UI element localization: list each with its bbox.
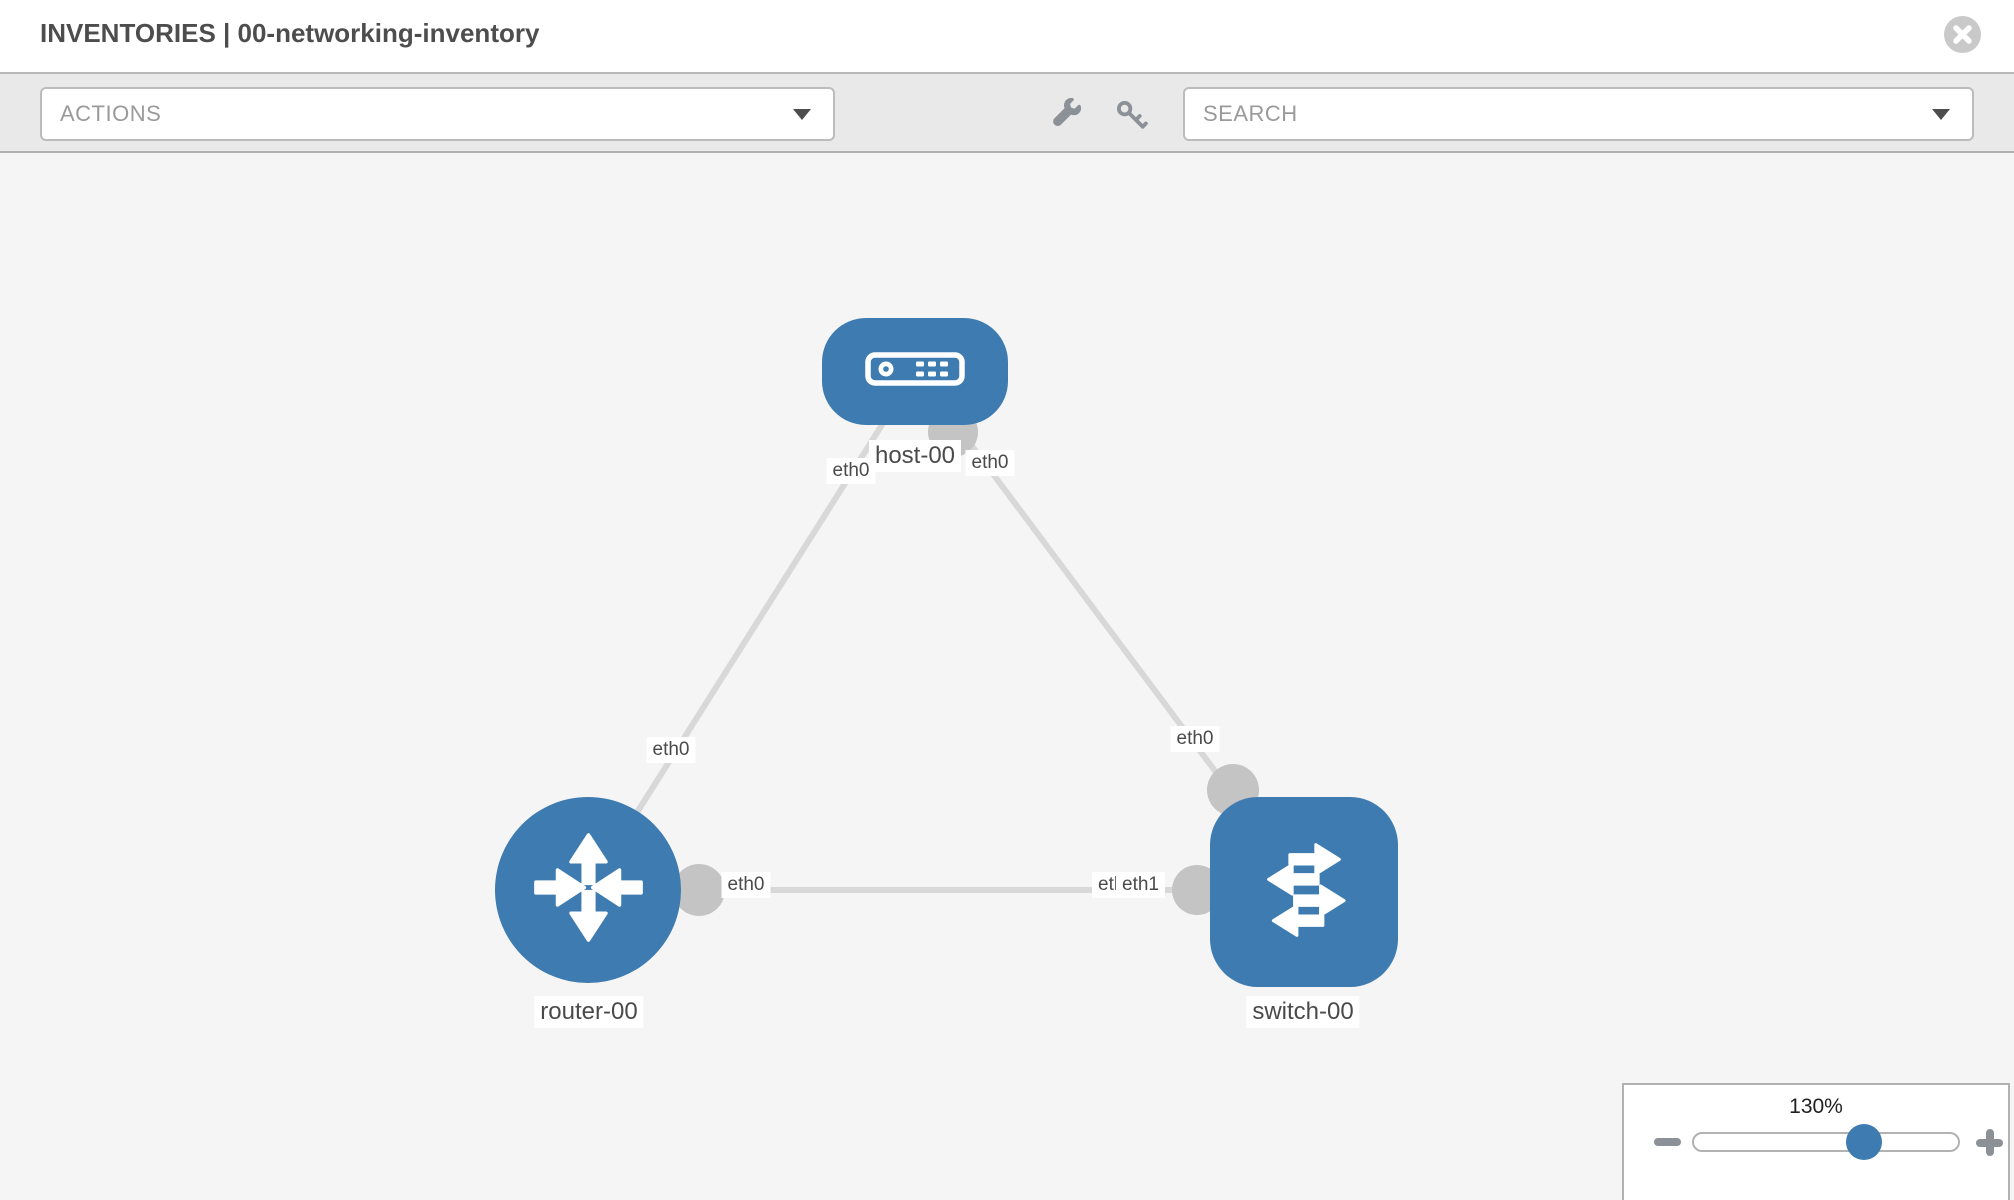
- close-icon: [1944, 16, 1981, 56]
- node-label-host: host-00: [868, 440, 962, 472]
- close-button[interactable]: [1944, 16, 1981, 53]
- actions-dropdown[interactable]: ACTIONS: [40, 87, 835, 141]
- search-dropdown[interactable]: SEARCH: [1183, 87, 1974, 141]
- iface-label: eth1: [1116, 872, 1165, 898]
- zoom-out-button[interactable]: [1654, 1138, 1681, 1146]
- node-router[interactable]: [495, 797, 681, 983]
- credentials-button[interactable]: [1113, 98, 1149, 134]
- zoom-control-panel: 130%: [1622, 1083, 2010, 1200]
- node-label-router: router-00: [534, 996, 644, 1028]
- iface-label: eth0: [721, 872, 771, 898]
- zoom-slider-handle[interactable]: [1846, 1124, 1882, 1160]
- link-host-router: [585, 369, 919, 892]
- page-title: INVENTORIES | 00-networking-inventory: [40, 18, 540, 48]
- node-host[interactable]: [822, 318, 1008, 425]
- toolbar: ACTIONS: [0, 72, 2014, 153]
- iface-label: eth0: [1170, 726, 1220, 752]
- iface-label: eth0: [965, 450, 1015, 476]
- actions-dropdown-label: ACTIONS: [60, 101, 162, 126]
- host-icon: [865, 352, 965, 391]
- key-icon: [1114, 100, 1148, 135]
- router-icon: [521, 820, 656, 960]
- iface-label: eth0: [826, 458, 876, 484]
- topology-canvas[interactable]: host-00 router-00 switch-00 eth0 eth0 et…: [0, 153, 2014, 1200]
- chevron-down-icon: [1932, 109, 1950, 120]
- search-dropdown-label: SEARCH: [1203, 101, 1298, 126]
- topology-links: [585, 369, 1307, 893]
- node-label-switch: switch-00: [1246, 996, 1360, 1028]
- zoom-in-button[interactable]: [1976, 1129, 2003, 1156]
- zoom-slider-track[interactable]: [1692, 1132, 1960, 1152]
- header: INVENTORIES | 00-networking-inventory: [0, 0, 2014, 72]
- wrench-icon: [1051, 97, 1085, 135]
- node-switch[interactable]: [1210, 797, 1398, 987]
- iface-label: eth0: [646, 737, 696, 763]
- zoom-level-value: 130%: [1789, 1095, 1843, 1118]
- interface-connector: [673, 864, 725, 916]
- chevron-down-icon: [793, 109, 811, 120]
- configure-button[interactable]: [1050, 97, 1086, 135]
- switch-icon: [1245, 831, 1363, 954]
